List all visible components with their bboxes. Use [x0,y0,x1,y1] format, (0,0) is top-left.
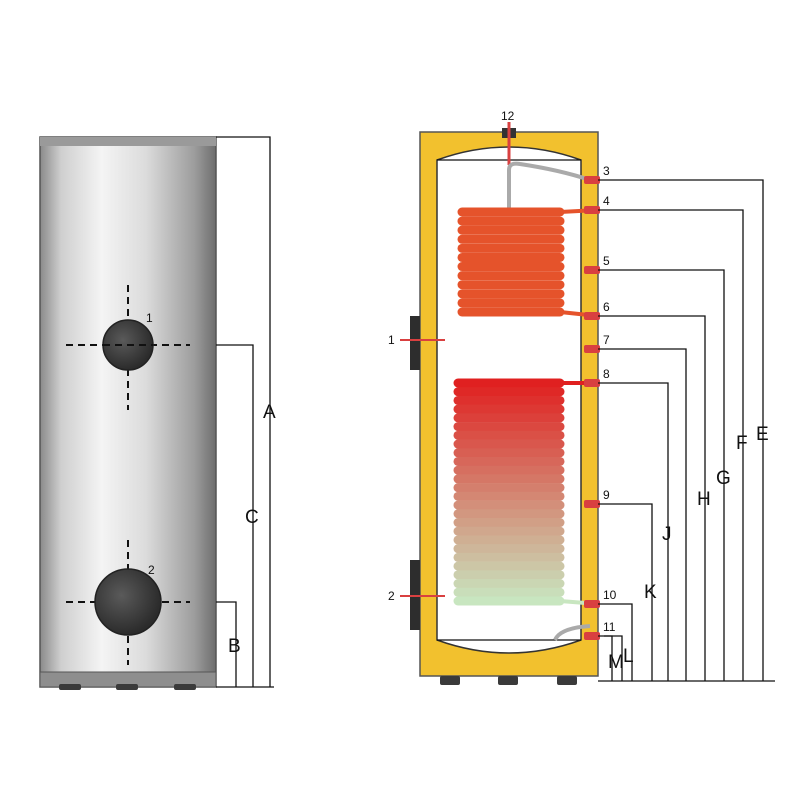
port-pipe [584,266,600,274]
dimension-label: E [756,424,769,445]
flange-1 [410,316,420,370]
dimension-label: L [623,646,634,667]
dimension-label: A [263,402,276,423]
upper-coil [457,207,599,318]
port-label: 3 [603,164,610,178]
dimension-label: C [245,507,259,528]
dimension-label: B [228,636,241,657]
dimension-line [598,382,669,681]
port-pipe [584,600,600,608]
dimension-label: H [697,489,711,510]
port-pipe [584,500,600,508]
dimension-line [598,269,725,681]
dimension-line [598,503,653,681]
foot [59,684,81,690]
port-label: 1 [146,311,153,325]
dimension-label: K [644,582,657,603]
dimension-line [598,603,633,681]
port-2: 2 [66,540,190,665]
dimension-line-a [216,136,271,687]
port-label: 2 [148,563,155,577]
port-pipe [584,379,600,387]
port-label: 10 [603,588,617,602]
port-label: 4 [603,194,610,208]
tank-top-rim [40,137,216,146]
foot [440,676,460,685]
lower-coil [453,378,599,606]
port-label: 12 [501,109,515,123]
dimension-line-b [216,601,237,687]
port-pipe [584,345,600,353]
foot [557,676,577,685]
port-label: 8 [603,367,610,381]
port-label: 2 [388,589,395,603]
foot [498,676,518,685]
dip-tube [507,161,591,210]
dimension-line-c [216,344,254,687]
port-pipe [584,176,600,184]
port-pipe [584,206,600,214]
port-pipe [584,632,600,640]
port-label: 5 [603,254,610,268]
foot [116,684,138,690]
foot [174,684,196,690]
dimension-line [604,635,613,681]
port-label: 11 [603,620,616,634]
port-pipe [584,312,600,320]
port-label: 7 [603,333,610,347]
port-label: 1 [388,333,395,347]
port-1: 1 [66,285,190,410]
drain-pipe [553,624,591,641]
dimension-line [598,209,744,681]
dimension-label: G [716,468,731,489]
dimension-line [598,348,687,681]
dimension-label: F [736,433,748,454]
dimension-label: J [662,524,672,545]
front-view: 1 2 A C B [39,136,276,690]
dimension-line [598,315,706,681]
port-label: 9 [603,488,610,502]
port-label: 6 [603,300,610,314]
dimension-label: M [608,652,624,673]
dimension-line [598,179,764,681]
